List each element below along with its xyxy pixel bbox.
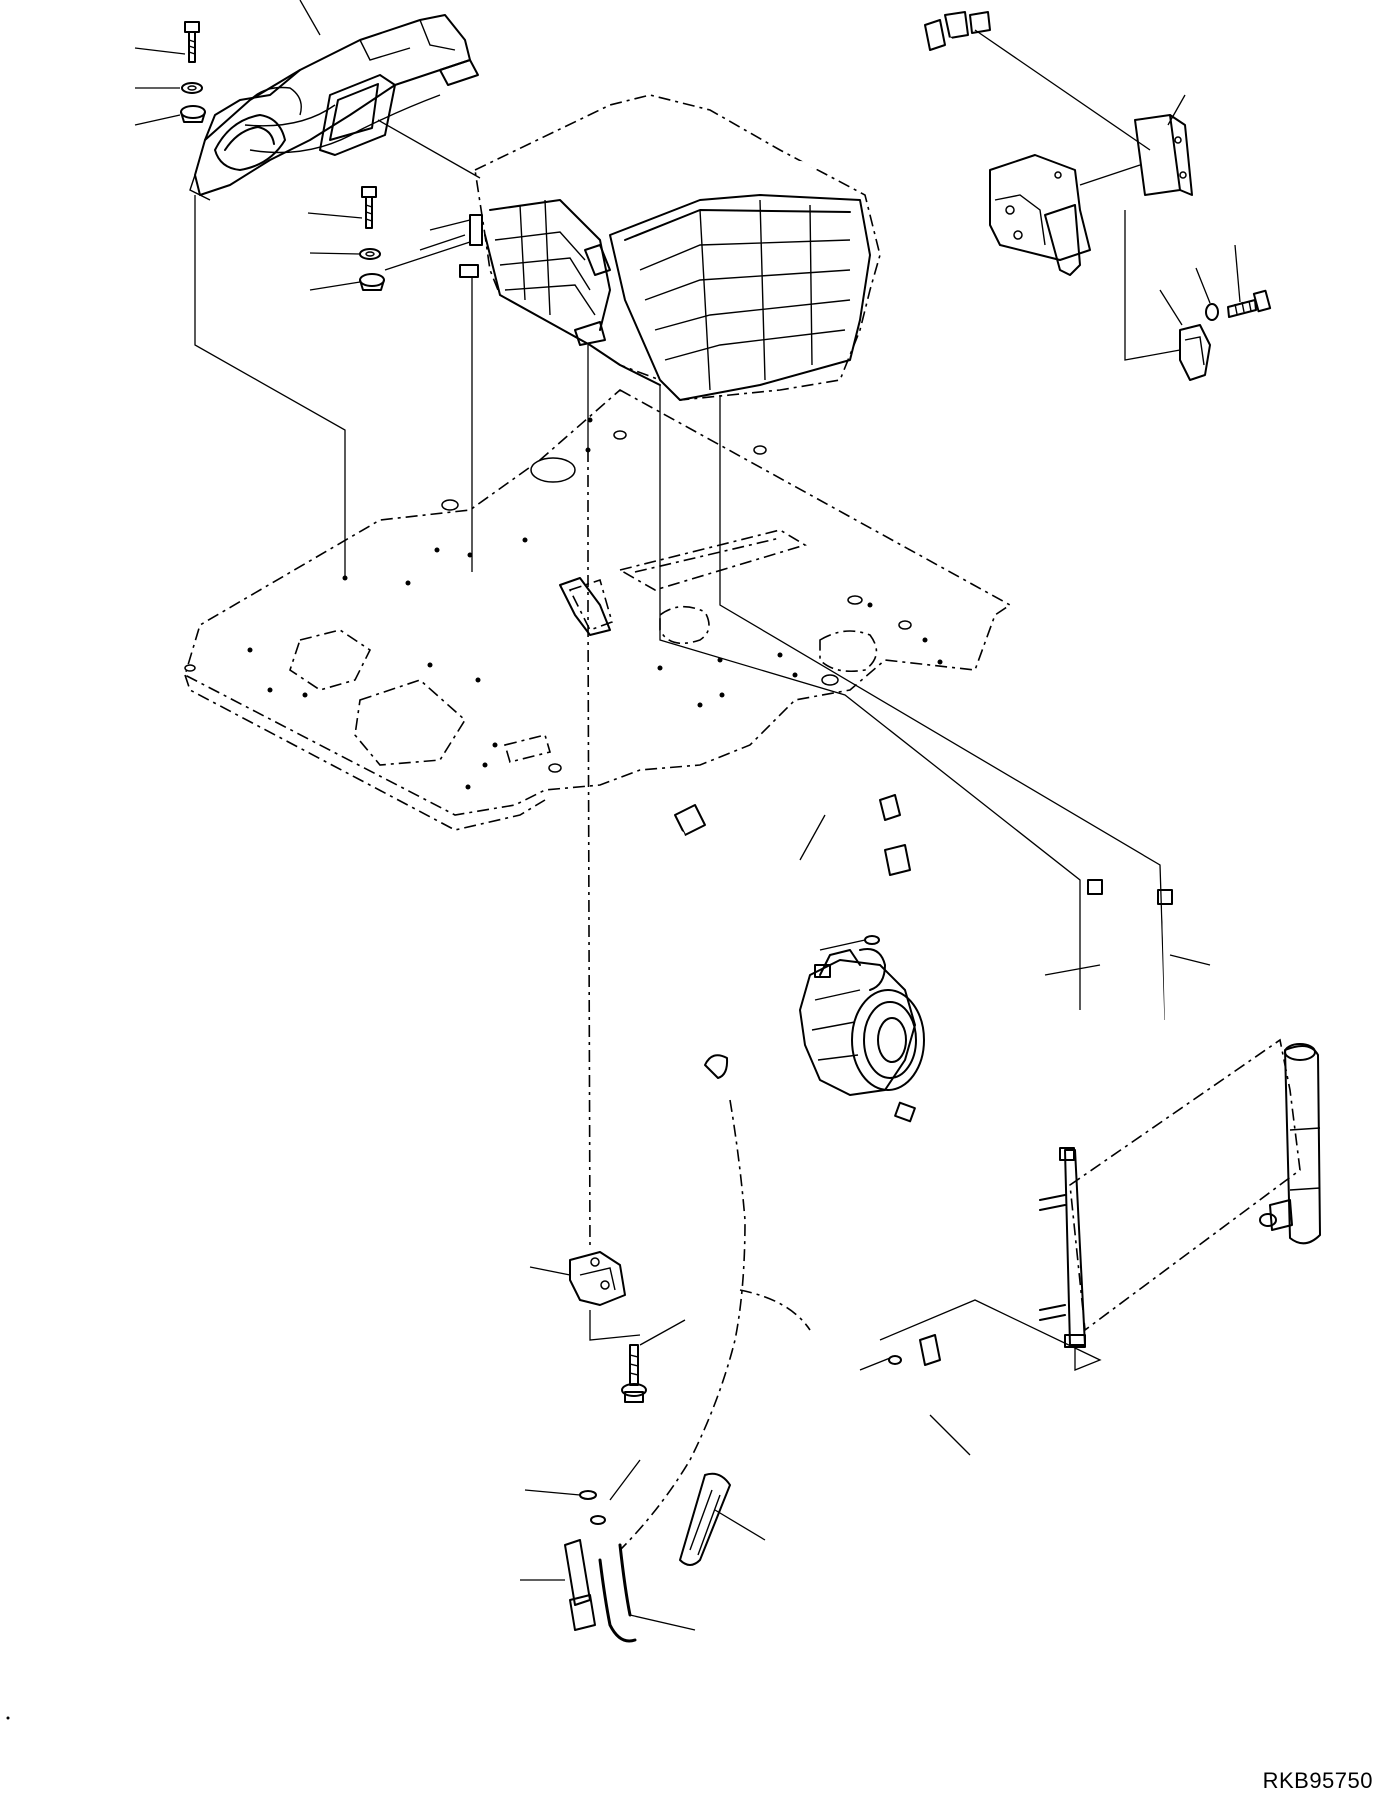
drain-tube-2 — [1157, 889, 1173, 1033]
relay-bracket — [989, 154, 1091, 276]
bolt-relay — [1227, 289, 1272, 318]
stray-mark — [6, 1716, 10, 1720]
reference-code: RKB95750 — [1262, 1768, 1373, 1793]
hose-dashed-route — [619, 1099, 811, 1551]
bolt-clamp — [621, 1344, 647, 1403]
relay-switch — [1179, 324, 1211, 381]
hose-discharge — [655, 1101, 916, 1505]
hose-bottom-bundle — [564, 1539, 637, 1643]
hose-condenser-line — [775, 1313, 955, 1446]
washer-duct-2 — [359, 248, 381, 260]
control-box — [1134, 114, 1193, 196]
hose-fitting-top — [674, 794, 911, 876]
hose-main — [600, 830, 781, 1605]
floor-plate — [184, 389, 1012, 831]
receiver-drier — [1259, 1043, 1321, 1245]
hose-liquid — [704, 1054, 775, 1405]
air-conditioner-duct — [189, 14, 479, 201]
grommet-duct-2 — [359, 273, 385, 291]
leader-o-ring-compressor — [819, 939, 866, 951]
o-ring-compressor — [864, 935, 880, 945]
o-ring-bottom — [579, 1490, 597, 1500]
o-ring-bottom-2 — [590, 1515, 606, 1525]
condenser — [1039, 1038, 1301, 1348]
part-callout-leaders — [134, 0, 1241, 1631]
drain-tube-1 — [1087, 879, 1143, 1008]
grommet-duct-1 — [180, 105, 206, 123]
assembly-leader-lines — [194, 29, 1181, 1251]
floor-plate-bolt-holes — [247, 417, 943, 790]
hose-suction — [685, 785, 910, 935]
o-ring-condenser — [888, 1355, 902, 1365]
clamp-leader — [589, 1310, 641, 1341]
hose-protector-sleeve — [679, 1472, 731, 1566]
air-conditioner-unit — [419, 94, 881, 401]
connector-harness — [782, 11, 991, 180]
bolt-duct-1 — [184, 21, 200, 63]
compressor — [799, 948, 925, 1096]
washer-duct-1 — [181, 82, 203, 94]
bolt-duct-2 — [361, 186, 377, 229]
clamp-bracket — [569, 1251, 626, 1306]
washer-relay — [1205, 303, 1219, 321]
condenser-leader — [879, 1299, 1102, 1371]
